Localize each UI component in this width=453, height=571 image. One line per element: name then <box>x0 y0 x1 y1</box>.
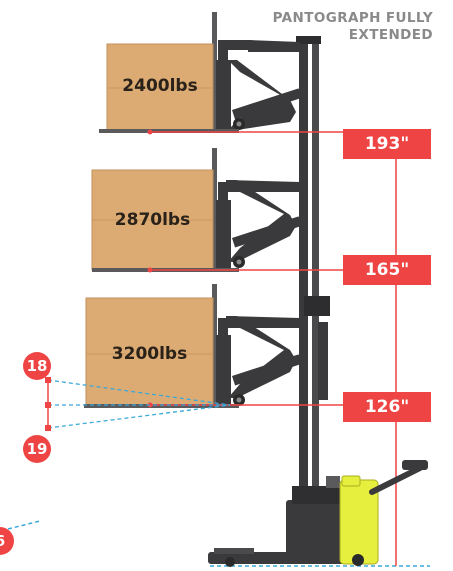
truck-base <box>208 476 358 567</box>
tilt-line-upper <box>47 379 231 406</box>
pantograph-heading: PANTOGRAPH FULLY EXTENDED <box>273 10 433 44</box>
carriage-tier-2 <box>212 148 302 268</box>
battery-compartment <box>339 475 379 566</box>
load-box-1 <box>106 43 214 131</box>
mast-right-rail <box>312 40 319 510</box>
mast-clamp <box>304 296 330 316</box>
fork-tier-1 <box>99 129 239 133</box>
mast-top-cap <box>296 36 321 44</box>
tilt-line-lower <box>47 404 231 429</box>
height-label-165: 165" <box>343 255 431 285</box>
load-box-2 <box>91 169 214 271</box>
heading-line-2: EXTENDED <box>348 27 433 43</box>
carriage-tier-1 <box>212 12 302 130</box>
mast-left-rail <box>299 40 308 510</box>
height-label-126: 126" <box>343 392 431 422</box>
load-weight-3: 3200lbs <box>111 344 188 364</box>
mast-cylinder <box>318 322 328 400</box>
fork-tier-3 <box>84 404 239 408</box>
height-label-193: 193" <box>343 129 431 159</box>
marker-lower: 19 <box>23 435 51 463</box>
tiller-handle <box>369 460 428 495</box>
marker-partial: 6 <box>0 527 14 555</box>
marker-upper: 18 <box>23 352 51 380</box>
load-weight-2: 2870lbs <box>114 210 191 230</box>
load-weight-1: 2400lbs <box>122 76 198 96</box>
carriage-tier-3 <box>212 284 302 406</box>
heading-line-1: PANTOGRAPH FULLY <box>272 10 433 26</box>
left-dashed-line <box>7 520 41 530</box>
